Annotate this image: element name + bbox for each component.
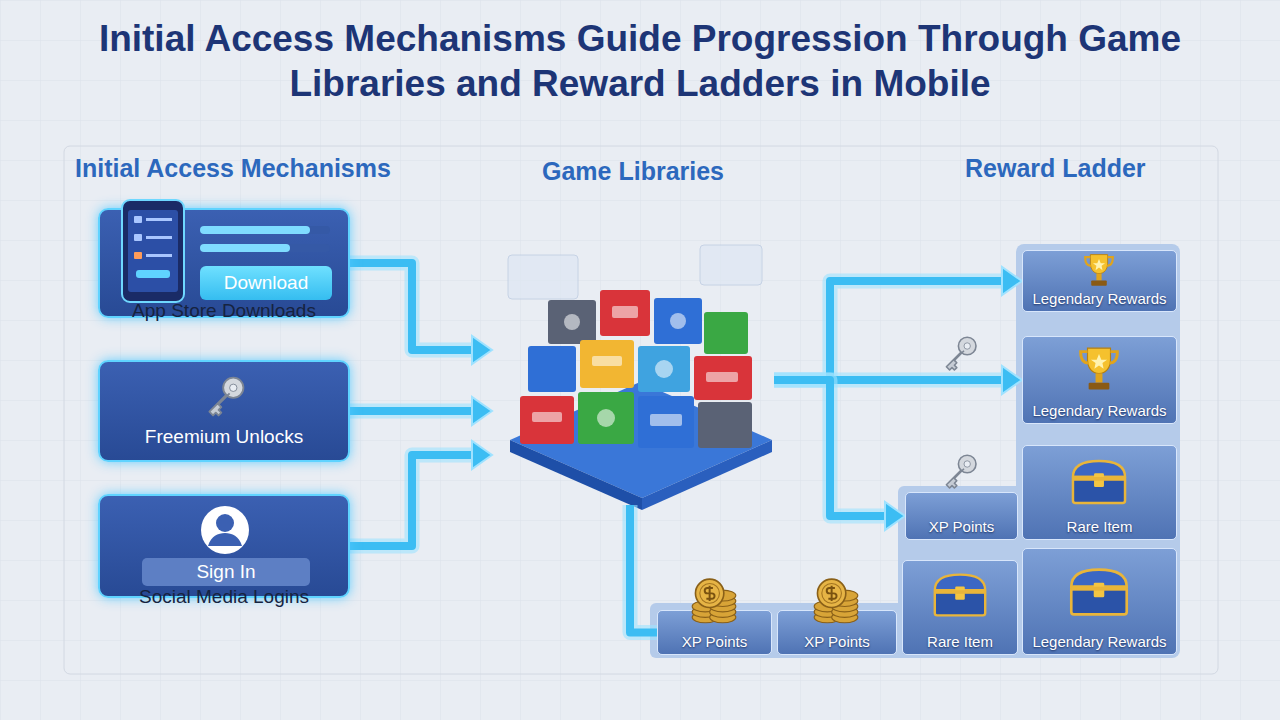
cell-label: Legendary Rewards xyxy=(1032,402,1166,419)
frame xyxy=(64,146,1218,674)
section-heading: Initial Access Mechanisms xyxy=(75,154,391,183)
connector-line xyxy=(774,281,1004,380)
flow-connector xyxy=(350,441,492,546)
box-label: Freemium Unlocks xyxy=(100,426,348,448)
arrowhead xyxy=(885,502,905,530)
cell-label: Legendary Rewards xyxy=(1032,633,1166,650)
connector-glow xyxy=(774,380,887,516)
section-heading: Reward Ladder xyxy=(965,154,1146,183)
flow-connector xyxy=(774,380,905,530)
arrowhead xyxy=(1002,267,1022,295)
game-library: Game Libraries xyxy=(492,155,774,505)
arrowhead xyxy=(472,397,492,425)
reward-cell: XP Points xyxy=(905,492,1018,540)
diagram-title: Initial Access Mechanisms Guide Progress… xyxy=(60,16,1220,106)
cell-label: Legendary Rewards xyxy=(1032,290,1166,307)
connector-line xyxy=(350,455,474,546)
reward-cell: Legendary Rewards xyxy=(1022,250,1177,312)
game-library-illustration xyxy=(508,245,772,510)
arrowhead xyxy=(472,441,492,469)
access-box: Freemium Unlocks xyxy=(98,360,350,462)
flow-connector xyxy=(774,267,1022,380)
connector-glow xyxy=(774,281,1004,380)
cell-label: XP Points xyxy=(682,633,748,650)
section-heading: Game Libraries xyxy=(492,157,774,186)
reward-cell: Legendary Rewards xyxy=(1022,548,1177,655)
box-label: Social Media Logins xyxy=(100,586,348,608)
flow-connector xyxy=(350,397,492,425)
flow-connector xyxy=(630,505,657,633)
connector-glow xyxy=(630,505,657,633)
reward-cell: XP Points xyxy=(657,610,772,655)
connector-glow xyxy=(350,404,474,419)
cell-label: Rare Item xyxy=(1067,518,1133,535)
button-label: Sign In xyxy=(142,558,310,586)
access-box: DownloadApp Store Downloads xyxy=(98,208,350,318)
connector-line xyxy=(774,380,887,516)
access-box: Sign InSocial Media Logins xyxy=(98,494,350,598)
cell-label: Rare Item xyxy=(927,633,993,650)
cell-label: XP Points xyxy=(804,633,870,650)
cell-label: XP Points xyxy=(929,518,995,535)
reward-cell: Rare Item xyxy=(902,560,1018,655)
arrowhead xyxy=(472,336,492,364)
connector-line xyxy=(630,505,657,633)
flow-connector xyxy=(350,263,492,364)
reward-cell: Rare Item xyxy=(1022,445,1177,540)
button-label: Download xyxy=(200,266,332,300)
reward-cell: Legendary Rewards xyxy=(1022,336,1177,424)
connector-line xyxy=(350,263,474,350)
arrowhead xyxy=(1002,366,1022,394)
key-icon xyxy=(946,337,976,370)
key-icon xyxy=(946,455,976,488)
connector-glow xyxy=(350,455,474,546)
box-label: App Store Downloads xyxy=(100,300,348,322)
connector-glow xyxy=(350,263,474,350)
reward-cell: XP Points xyxy=(777,610,897,655)
connector-line xyxy=(350,407,474,415)
